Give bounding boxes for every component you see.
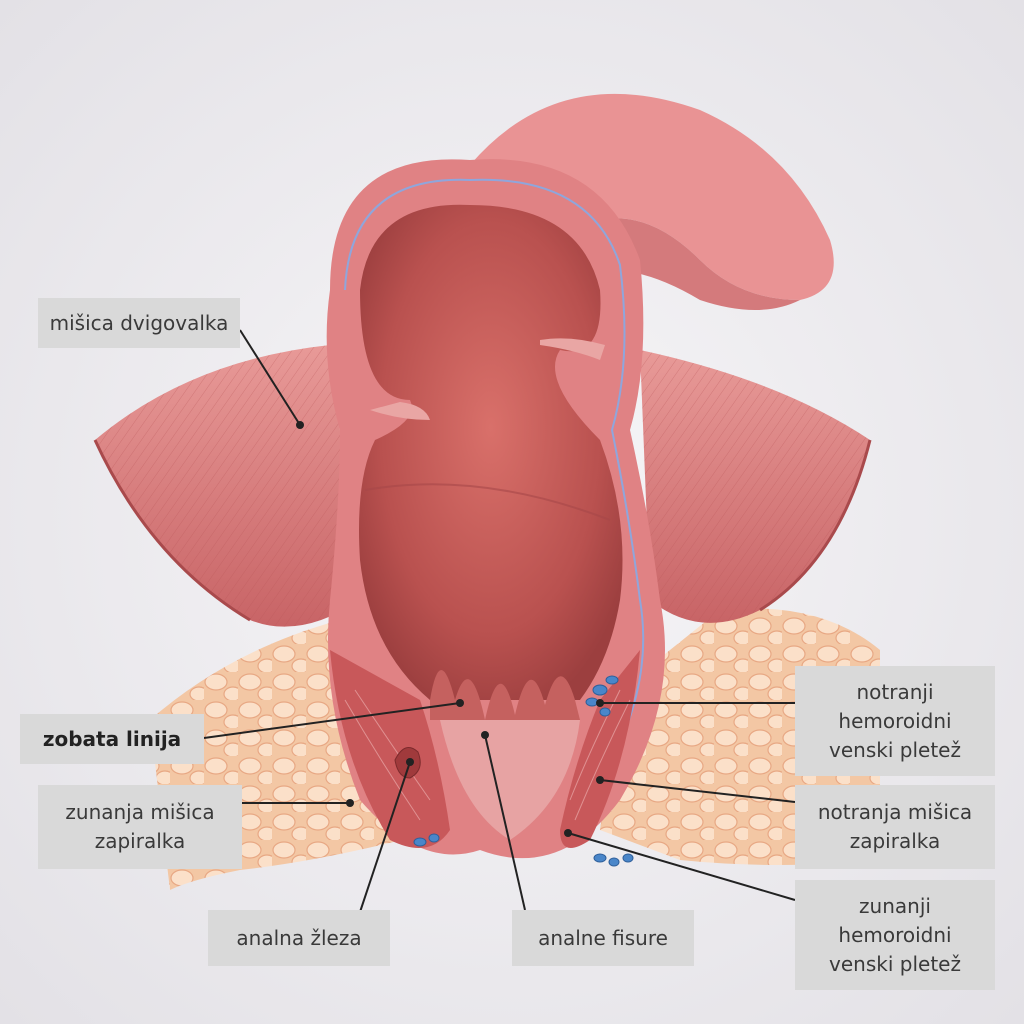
label-anal-fissures: analne fisure — [512, 910, 694, 966]
rectal-fold-upper — [370, 402, 430, 420]
levator-muscle-right-striae — [640, 350, 870, 623]
label-external-sphincter-line2: zapiralka — [94, 829, 186, 853]
label-internal-sphincter-line2: zapiralka — [849, 829, 941, 853]
label-external-plexus-line1: zunanji — [859, 893, 931, 918]
label-anal-gland-text: analna žleza — [236, 925, 362, 950]
leader-lines — [203, 329, 796, 913]
label-internal-plexus: notranji hemoroidni venski pletež — [795, 666, 995, 776]
label-external-plexus-line2: hemoroidni — [838, 922, 952, 947]
label-internal-sphincter: notranja mišica zapiralka — [795, 785, 995, 869]
external-hemorrhoidal-plexus — [413, 833, 634, 867]
anal-canal — [440, 720, 580, 840]
muscle-layer-line — [344, 178, 645, 781]
external-sphincter-left — [330, 650, 450, 848]
label-dentate-line: zobata linija — [20, 714, 204, 764]
leader-internal-sphincter — [599, 779, 796, 803]
internal-hemorrhoidal-plexus — [585, 675, 619, 717]
external-sphincter-right — [560, 650, 640, 848]
leader-external-plexus — [567, 832, 796, 901]
leader-levator — [239, 329, 301, 426]
sigmoid-colon-shade — [600, 218, 800, 310]
rectal-fold-lower — [364, 483, 611, 521]
rectal-fold-right — [540, 338, 605, 360]
rectal-lumen — [359, 204, 623, 700]
label-dentate-line-text: zobata linija — [42, 726, 182, 751]
levator-edge-left — [93, 439, 251, 622]
label-external-sphincter: zunanja mišica zapiralka — [38, 785, 242, 869]
label-internal-plexus-line3: venski pletež — [829, 737, 961, 762]
label-internal-sphincter-line1: notranja mišica — [817, 800, 973, 824]
label-external-plexus: zunanji hemoroidni venski pletež — [795, 880, 995, 990]
label-levator-text: mišica dvigovalka — [49, 310, 229, 335]
sigmoid-colon — [470, 93, 834, 300]
leader-anal-fissures — [484, 734, 526, 911]
label-levator: mišica dvigovalka — [38, 298, 240, 348]
anal-columns — [430, 670, 580, 720]
leader-dots — [296, 421, 604, 837]
leader-anal-gland — [359, 761, 411, 913]
label-anal-fissures-text: analne fisure — [538, 925, 668, 950]
label-internal-plexus-line1: notranji — [856, 679, 934, 704]
label-anal-gland: analna žleza — [208, 910, 390, 966]
leader-dentate — [203, 702, 461, 739]
label-external-plexus-line3: venski pletež — [829, 951, 961, 976]
levator-edge-right — [759, 439, 872, 612]
label-internal-plexus-line2: hemoroidni — [838, 708, 952, 733]
label-external-sphincter-line1: zunanja mišica — [65, 800, 215, 824]
